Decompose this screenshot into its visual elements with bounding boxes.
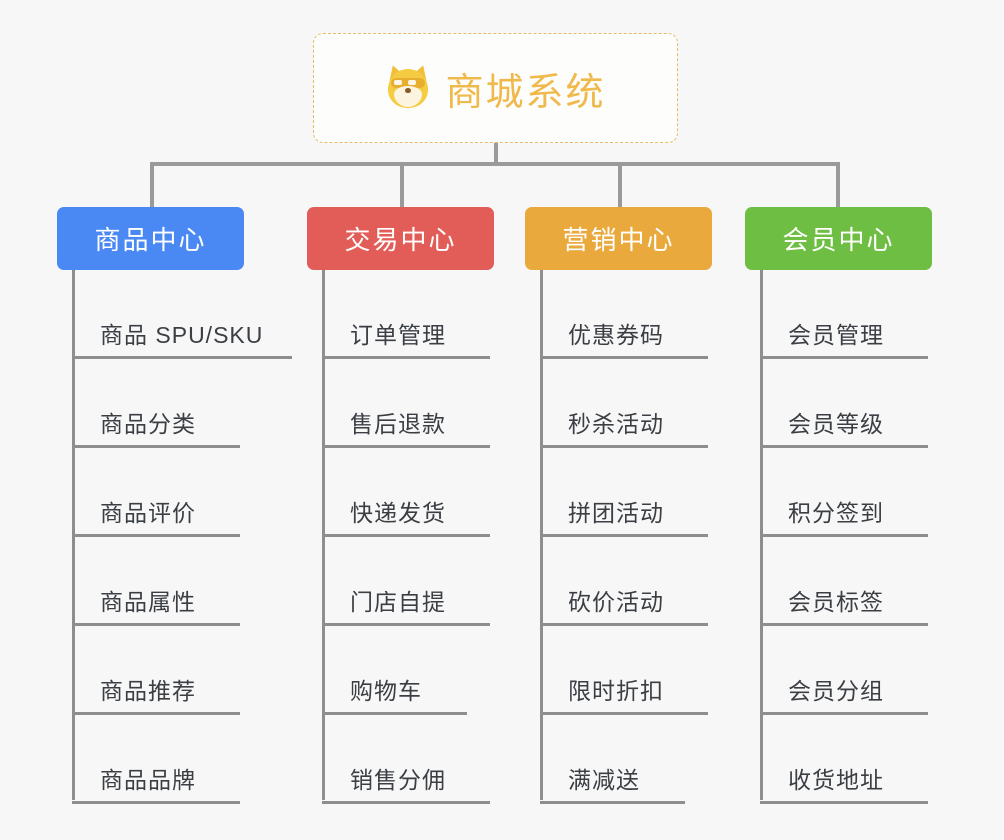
connector-drop-marketing-center	[618, 162, 622, 208]
leaf-label: 商品品牌	[100, 767, 196, 793]
leaf-label: 会员等级	[788, 411, 884, 437]
leaf-label: 满减送	[568, 767, 640, 793]
leaf-label: 拼团活动	[568, 500, 664, 526]
leaf-item[interactable]: 秒杀活动	[540, 359, 708, 448]
leaf-item[interactable]: 门店自提	[322, 537, 490, 626]
leaf-item[interactable]: 销售分佣	[322, 715, 490, 804]
leaf-label: 销售分佣	[350, 767, 446, 793]
leaf-item[interactable]: 会员管理	[760, 270, 928, 359]
leaf-item[interactable]: 商品品牌	[72, 715, 240, 804]
root-node[interactable]: 商城系统	[313, 33, 678, 143]
shiba-inu-dog-face-icon	[385, 62, 432, 111]
leaf-label: 快递发货	[350, 500, 446, 526]
branch-header-member-center[interactable]: 会员中心	[745, 207, 932, 270]
leaf-label: 砍价活动	[568, 589, 664, 615]
leaf-label: 商品评价	[100, 500, 196, 526]
leaf-item[interactable]: 商品 SPU/SKU	[72, 270, 292, 359]
leaf-item[interactable]: 商品推荐	[72, 626, 240, 715]
leaf-item[interactable]: 商品分类	[72, 359, 240, 448]
connector-root-stem	[494, 143, 498, 164]
leaf-label: 商品属性	[100, 589, 196, 615]
leaf-list-member-center: 会员管理 会员等级 积分签到 会员标签 会员分组 收货地址	[760, 270, 928, 804]
leaf-item[interactable]: 砍价活动	[540, 537, 708, 626]
leaf-item[interactable]: 商品评价	[72, 448, 240, 537]
connector-drop-member-center	[836, 162, 840, 208]
leaf-label: 商品 SPU/SKU	[100, 322, 264, 348]
leaf-label: 订单管理	[350, 322, 446, 348]
connector-drop-product-center	[150, 162, 154, 208]
leaf-item[interactable]: 会员标签	[760, 537, 928, 626]
leaf-label: 会员管理	[788, 322, 884, 348]
branch-header-marketing-center[interactable]: 营销中心	[525, 207, 712, 270]
root-title: 商城系统	[445, 71, 606, 114]
leaf-item[interactable]: 积分签到	[760, 448, 928, 537]
leaf-item[interactable]: 拼团活动	[540, 448, 708, 537]
leaf-item[interactable]: 商品属性	[72, 537, 240, 626]
leaf-item[interactable]: 快递发货	[322, 448, 490, 537]
leaf-label: 积分签到	[788, 500, 884, 526]
leaf-label: 会员标签	[788, 589, 884, 615]
leaf-label: 限时折扣	[568, 678, 664, 704]
leaf-label: 优惠券码	[568, 322, 664, 348]
connector-drop-trade-center	[400, 162, 404, 208]
leaf-label: 门店自提	[350, 589, 446, 615]
connector-horizontal-bus	[150, 162, 840, 166]
branch-header-product-center[interactable]: 商品中心	[57, 207, 244, 270]
leaf-label: 商品分类	[100, 411, 196, 437]
leaf-item[interactable]: 售后退款	[322, 359, 490, 448]
branch-header-trade-center[interactable]: 交易中心	[307, 207, 494, 270]
leaf-label: 秒杀活动	[568, 411, 664, 437]
leaf-label: 收货地址	[788, 767, 884, 793]
leaf-item[interactable]: 会员分组	[760, 626, 928, 715]
leaf-item[interactable]: 会员等级	[760, 359, 928, 448]
leaf-item[interactable]: 收货地址	[760, 715, 928, 804]
leaf-list-trade-center: 订单管理 售后退款 快递发货 门店自提 购物车 销售分佣	[322, 270, 490, 804]
leaf-item[interactable]: 满减送	[540, 715, 685, 804]
leaf-label: 售后退款	[350, 411, 446, 437]
leaf-label: 商品推荐	[100, 678, 196, 704]
leaf-item[interactable]: 购物车	[322, 626, 467, 715]
leaf-label: 购物车	[350, 678, 422, 704]
leaf-list-marketing-center: 优惠券码 秒杀活动 拼团活动 砍价活动 限时折扣 满减送	[540, 270, 708, 804]
leaf-item[interactable]: 限时折扣	[540, 626, 708, 715]
leaf-item[interactable]: 订单管理	[322, 270, 490, 359]
leaf-label: 会员分组	[788, 678, 884, 704]
leaf-item[interactable]: 优惠券码	[540, 270, 708, 359]
leaf-list-product-center: 商品 SPU/SKU 商品分类 商品评价 商品属性 商品推荐 商品品牌	[72, 270, 292, 804]
